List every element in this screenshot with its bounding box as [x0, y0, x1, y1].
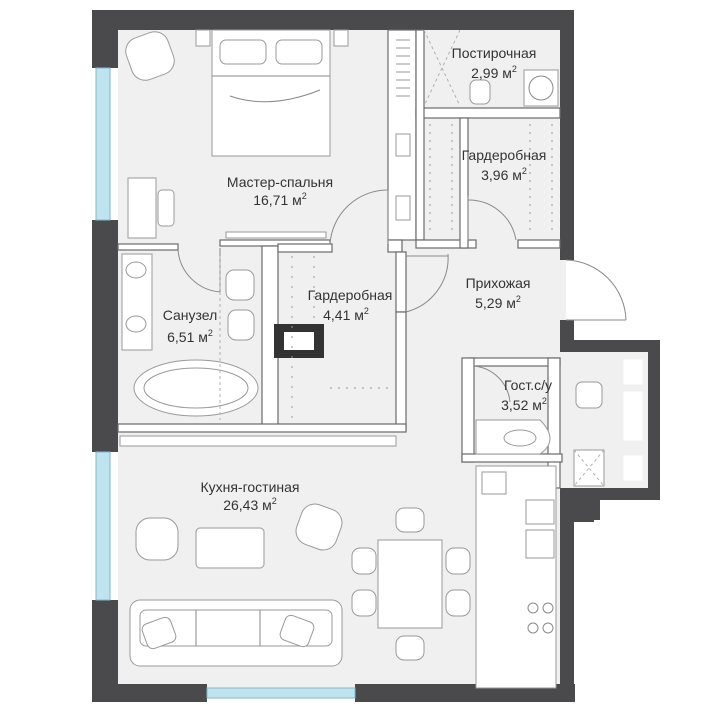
room-area: 3,52: [501, 397, 528, 413]
guest-wc-fixtures: [475, 381, 605, 487]
room-area: 6,51: [167, 329, 194, 345]
bathroom-fixtures: [121, 253, 259, 420]
room-area: 2,99: [471, 65, 498, 81]
tv-stand: [225, 231, 327, 239]
room-area: 26,43: [223, 497, 258, 513]
room-label-laundry: Постирочная 2,99 м2: [452, 45, 537, 81]
room-name: Кухня-гостиная: [200, 479, 299, 495]
room-label-bathroom: Санузел 6,51 м2: [163, 307, 218, 345]
room-name: Гардеробная: [462, 147, 547, 163]
room-label-hallway: Прихожая 5,29 м2: [466, 275, 531, 311]
partitions: [117, 29, 563, 489]
svg-text:5,29 м2: 5,29 м2: [475, 294, 521, 311]
svg-text:3,96 м2: 3,96 м2: [481, 166, 527, 183]
svg-text:3,52 м2: 3,52 м2: [501, 396, 547, 413]
room-area: 5,29: [475, 295, 502, 311]
room-name: Санузел: [163, 307, 218, 323]
room-name: Прихожая: [466, 275, 531, 291]
svg-text:16,71 м2: 16,71 м2: [253, 191, 307, 208]
room-name: Постирочная: [452, 45, 537, 61]
laundry-appliances: [423, 29, 559, 107]
room-area: 4,41: [323, 307, 350, 323]
svg-text:26,43 м2: 26,43 м2: [223, 496, 277, 513]
bed: [195, 29, 349, 157]
room-name: Гост.с/у: [504, 377, 552, 393]
svg-text:6,51 м2: 6,51 м2: [167, 328, 213, 345]
room-label-guest-wc: Гост.с/у 3,52 м2: [501, 377, 552, 413]
windows: [95, 67, 356, 699]
room-label-kitchen-living: Кухня-гостиная 26,43 м2: [200, 479, 299, 513]
wardrobe-center-rails: [291, 256, 392, 420]
wardrobe-strip-master: [395, 39, 411, 221]
room-label-wardrobe-center: Гардеробная 4,41 м2: [308, 287, 393, 323]
doors: [177, 189, 627, 403]
armchair-bedroom: [125, 31, 175, 81]
svg-text:4,41 м2: 4,41 м2: [323, 306, 369, 323]
room-area: 16,71: [253, 192, 288, 208]
room-name: Гардеробная: [308, 287, 393, 303]
wardrobe-right-rails: [429, 124, 553, 236]
svg-text:2,99 м2: 2,99 м2: [471, 64, 517, 81]
room-area: 3,96: [481, 167, 508, 183]
desk: [127, 177, 175, 239]
room-name: Мастер-спальня: [227, 174, 333, 190]
shafts: [623, 359, 643, 481]
room-label-wardrobe-right: Гардеробная 3,96 м2: [462, 147, 547, 183]
kitchen-units: [475, 465, 557, 689]
exterior-walls: [92, 10, 660, 702]
room-label-master-bedroom: Мастер-спальня 16,71 м2: [227, 174, 333, 208]
living-furniture: [119, 435, 471, 667]
